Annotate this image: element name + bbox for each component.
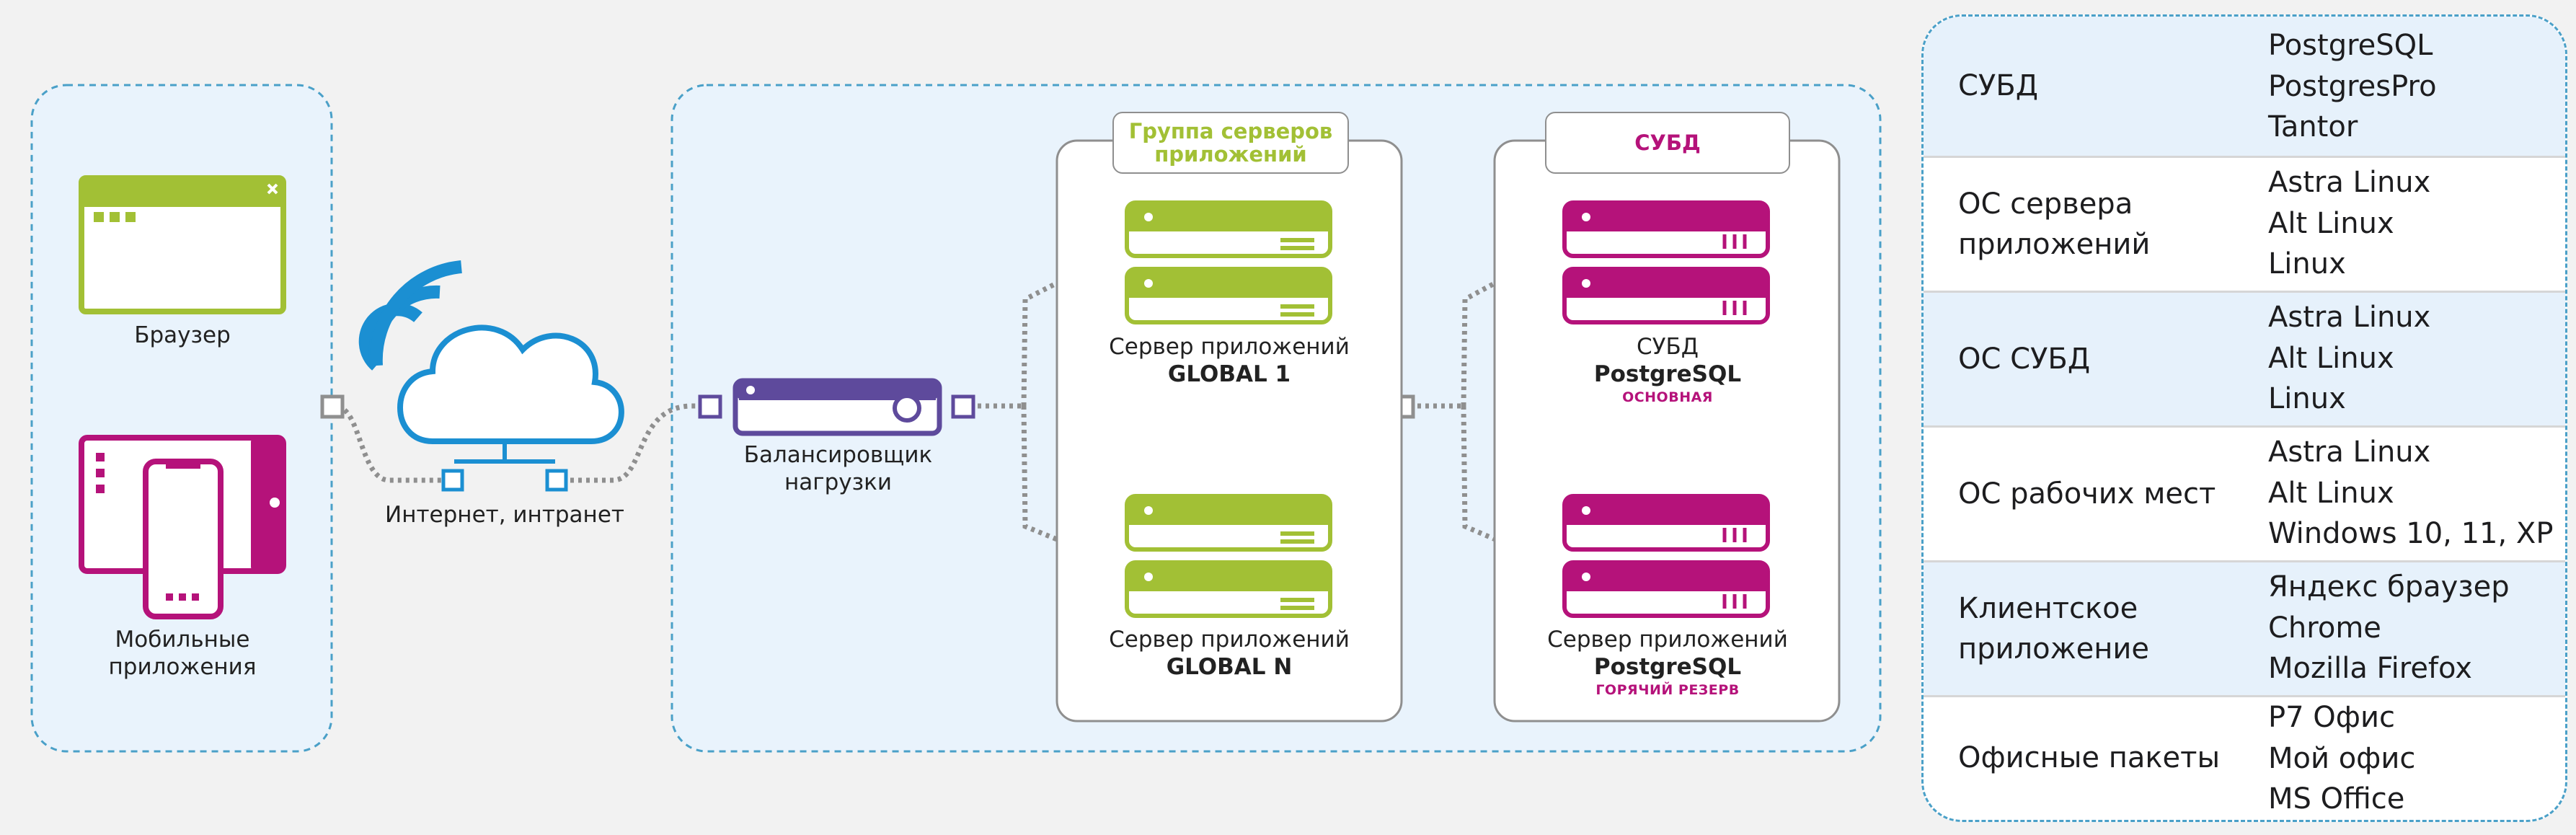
row-value: Chrome <box>2268 611 2381 645</box>
row-divider <box>1924 291 2565 293</box>
row-value: Alt Linux <box>2268 341 2394 375</box>
table-row: Офисные пакеты Р7 Офис Мой офис MS Offic… <box>1924 697 2565 820</box>
row-divider <box>1924 560 2565 562</box>
row-values: Astra Linux Alt Linux Linux <box>2268 297 2557 420</box>
browser-window-icon <box>79 175 286 314</box>
wifi-icon <box>358 260 462 371</box>
app-server-1-name: GLOBAL 1 <box>1167 361 1291 387</box>
row-divider <box>1924 425 2565 428</box>
row-value: Linux <box>2268 382 2346 415</box>
table-row: СУБД PostgreSQL PostgresPro Tantor <box>1924 17 2565 156</box>
db-reserve-caption: Сервер приложений <box>1547 627 1788 653</box>
row-values: Astra Linux Alt Linux Windows 10, 11, XP <box>2268 432 2557 555</box>
tech-stack-table: СУБД PostgreSQL PostgresPro Tantor ОС се… <box>1921 14 2567 822</box>
row-value: PostgresPro <box>2268 69 2437 103</box>
db-primary-label: СУБД PostgreSQL ОСНОВНАЯ <box>1520 333 1815 407</box>
balancer-label: Балансировщик нагрузки <box>743 442 933 495</box>
db-reserve-name: PostgreSQL <box>1593 654 1742 680</box>
app-server-n-name: GLOBAL N <box>1166 654 1293 680</box>
row-values: Р7 Офис Мой офис MS Office <box>2268 697 2557 820</box>
app-group-title: Группа серверов приложений <box>1112 112 1349 174</box>
row-values: PostgreSQL PostgresPro Tantor <box>2268 25 2557 148</box>
db-reserve-label: Сервер приложений PostgreSQL ГОРЯЧИЙ РЕЗ… <box>1520 626 1815 699</box>
row-divider <box>1924 156 2565 158</box>
row-values: Astra Linux Alt Linux Linux <box>2268 162 2557 285</box>
row-value: Мой офис <box>2268 741 2416 775</box>
row-value: Astra Linux <box>2268 166 2431 199</box>
row-value: Windows 10, 11, XP <box>2268 517 2554 550</box>
tablet-phone-icon <box>79 435 286 619</box>
table-row: ОС СУБД Astra Linux Alt Linux Linux <box>1924 293 2565 425</box>
row-value: Р7 Офис <box>2268 701 2395 734</box>
row-key: ОС рабочих мест <box>1958 477 2216 511</box>
table-row: ОС рабочих мест Astra Linux Alt Linux Wi… <box>1924 428 2565 560</box>
row-values: Яндекс браузер Chrome Mozilla Firefox <box>2268 567 2557 689</box>
row-key: ОС сервера приложений <box>1958 187 2151 261</box>
cloud-icon <box>397 324 624 464</box>
db-reserve-role: ГОРЯЧИЙ РЕЗЕРВ <box>1595 682 1740 698</box>
mobile-apps-label: Мобильные приложения <box>108 627 257 680</box>
table-row: ОС сервера приложений Astra Linux Alt Li… <box>1924 158 2565 291</box>
row-value: Linux <box>2268 247 2346 280</box>
db-primary-caption: СУБД <box>1636 334 1699 360</box>
load-balancer-icon <box>732 378 942 436</box>
app-server-1-caption: Сервер приложений <box>1109 334 1350 360</box>
db-group-title: СУБД <box>1545 112 1790 174</box>
table-row: Клиентское приложение Яндекс браузер Chr… <box>1924 562 2565 695</box>
db-primary-role: ОСНОВНАЯ <box>1622 389 1713 405</box>
row-divider <box>1924 695 2565 697</box>
row-key: ОС СУБД <box>1958 343 2091 376</box>
app-server-n-caption: Сервер приложений <box>1109 627 1350 653</box>
row-value: Alt Linux <box>2268 476 2394 510</box>
row-value: Tantor <box>2268 110 2358 143</box>
row-value: Alt Linux <box>2268 206 2394 240</box>
row-value: PostgreSQL <box>2268 29 2433 62</box>
db-primary-name: PostgreSQL <box>1593 361 1742 387</box>
network-label: Интернет, интранет <box>385 502 624 528</box>
app-server-n-label: Сервер приложений GLOBAL N <box>1081 626 1377 681</box>
browser-label: Браузер <box>134 322 231 348</box>
row-key: Офисные пакеты <box>1958 741 2221 774</box>
row-value: Яндекс браузер <box>2268 570 2510 604</box>
row-value: Astra Linux <box>2268 436 2431 469</box>
app-server-1-label: Сервер приложений GLOBAL 1 <box>1081 333 1377 388</box>
row-value: Mozilla Firefox <box>2268 652 2472 685</box>
row-key: СУБД <box>1958 69 2038 102</box>
row-value: Astra Linux <box>2268 301 2431 334</box>
row-value: MS Office <box>2268 782 2405 816</box>
row-key: Клиентское приложение <box>1958 592 2149 666</box>
